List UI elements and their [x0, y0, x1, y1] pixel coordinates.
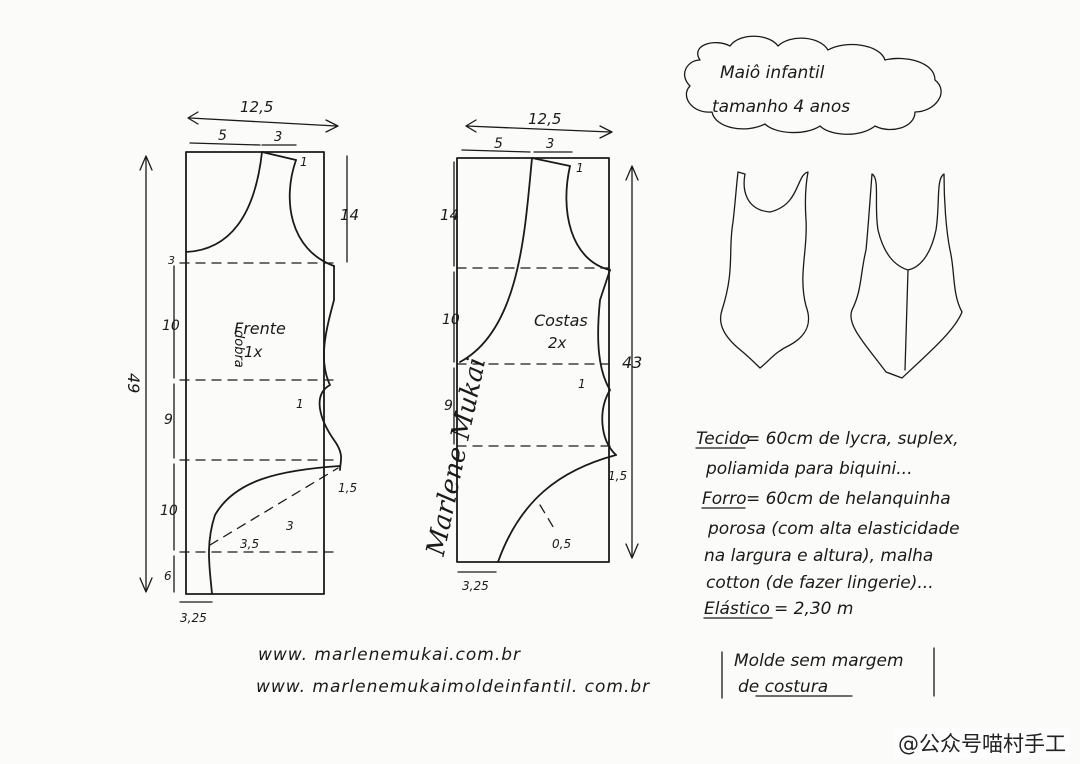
materials-lining-line4: cotton (de fazer lingerie)... — [706, 573, 934, 593]
front-qty-label: 1x — [244, 343, 263, 361]
front-pattern: 12,5 5 3 1 14 49 10 9 10 6 3 dobra Frent… — [124, 98, 359, 625]
back-swimsuit-seam — [904, 269, 909, 371]
back-top-left-label: 5 — [494, 136, 503, 152]
materials-lining-line1: = 60cm de helanquinha — [746, 489, 951, 509]
back-leg-label: 0,5 — [552, 537, 571, 551]
swimsuit-back-sketch — [850, 173, 963, 379]
front-swimsuit-outline — [719, 171, 810, 369]
back-side-seam — [597, 269, 617, 456]
materials-elastic-line1: = 2,30 m — [774, 599, 853, 619]
front-armhole-label: 14 — [340, 206, 359, 224]
back-shoulder-drop-label: 1 — [576, 161, 584, 175]
back-top-right-label: 3 — [546, 137, 554, 152]
front-top-right-label: 3 — [274, 130, 282, 145]
back-width-arrow — [465, 125, 611, 133]
back-leg-guide — [539, 504, 556, 531]
front-fold-label: dobra — [231, 330, 246, 368]
front-seg-d-label: 6 — [164, 569, 172, 583]
materials-fabric-line2: poliamida para biquini... — [705, 459, 912, 479]
front-side-out-label: 1,5 — [338, 481, 357, 495]
title-cloud: Maiô infantil tamanho 4 anos — [684, 35, 942, 135]
back-pattern: 12,5 5 3 1 14 10 9 43 Costas 2x 1 1,5 0,… — [440, 110, 642, 593]
url-infantil: www. marlenemukaimoldeinfantil. com.br — [256, 677, 650, 697]
front-top-left-label: 5 — [218, 128, 227, 144]
materials-lining-line2: porosa (com alta elasticidade — [707, 519, 960, 539]
front-gap-top-label: 3 — [168, 254, 175, 267]
arrow-head-icon — [625, 543, 639, 559]
front-height-label: 49 — [124, 373, 143, 393]
arrow-head-icon — [139, 577, 153, 593]
materials-lining-line3: na largura e altura), malha — [704, 546, 933, 566]
note-line1: Molde sem margem — [734, 651, 904, 671]
materials-elastic-label: Elástico — [704, 599, 770, 619]
back-seg-b-label: 9 — [444, 398, 453, 414]
materials-fabric-label: Tecido — [696, 429, 750, 449]
back-swimsuit-outline — [850, 173, 963, 379]
title-line1: Maiô infantil — [720, 63, 825, 83]
front-seg-a-label: 10 — [162, 318, 180, 334]
materials-block: Tecido = 60cm de lycra, suplex, poliamid… — [695, 429, 960, 619]
arrow-head-icon — [139, 155, 153, 171]
front-neckline — [185, 151, 263, 253]
arrow-head-icon — [625, 165, 639, 181]
url-main: www. marlenemukai.com.br — [258, 645, 521, 665]
back-width-label: 12,5 — [528, 110, 561, 128]
front-seg-c-label: 10 — [160, 503, 178, 519]
back-top-left-arrow — [461, 149, 531, 153]
front-leg-1-label: 3 — [286, 519, 294, 533]
front-diagonal-guide — [209, 467, 339, 546]
front-crotch-label: 3,25 — [180, 611, 207, 625]
cloud-outline — [684, 35, 942, 135]
back-leg-opening — [497, 454, 617, 563]
back-armhole — [565, 165, 611, 271]
back-armhole-label: 14 — [440, 206, 459, 224]
swimsuit-front-sketch — [719, 171, 810, 369]
materials-lining-label: Forro — [702, 489, 747, 509]
arrow-head-icon — [325, 119, 339, 133]
front-name-label: Frente — [234, 319, 286, 338]
watermark: @公众号喵村手工 — [894, 728, 1070, 758]
front-side-seam — [318, 265, 343, 471]
title-line2: tamanho 4 anos — [712, 97, 850, 117]
note-line2: de costura — [738, 677, 828, 697]
materials-fabric-line1: = 60cm de lycra, suplex, — [746, 429, 959, 449]
front-rectangle — [185, 151, 325, 595]
front-side-in-label: 1 — [296, 397, 304, 411]
front-seg-b-label: 9 — [164, 412, 173, 428]
back-crotch-label: 3,25 — [462, 579, 489, 593]
front-shoulder-drop-label: 1 — [300, 155, 308, 169]
back-neckline — [459, 157, 533, 363]
front-width-label: 12,5 — [240, 98, 273, 116]
back-side-in-label: 1 — [578, 377, 586, 391]
front-shoulder — [261, 151, 297, 161]
back-qty-label: 2x — [548, 334, 567, 352]
arrow-head-icon — [187, 111, 199, 125]
front-armhole — [288, 159, 335, 267]
back-name-label: Costas — [534, 311, 588, 330]
back-height-label: 43 — [622, 353, 642, 372]
back-shoulder — [531, 157, 571, 167]
seam-note: Molde sem margem de costura — [721, 647, 935, 699]
front-width-arrow — [189, 117, 337, 127]
arrow-head-icon — [465, 119, 477, 133]
back-side-out-label: 1,5 — [608, 469, 627, 483]
front-leg-2-label: 3,5 — [240, 537, 259, 551]
front-top-left-arrow — [189, 142, 261, 146]
arrow-head-icon — [599, 125, 613, 139]
front-leg-opening — [208, 465, 341, 595]
back-seg-a-label: 10 — [442, 312, 460, 328]
